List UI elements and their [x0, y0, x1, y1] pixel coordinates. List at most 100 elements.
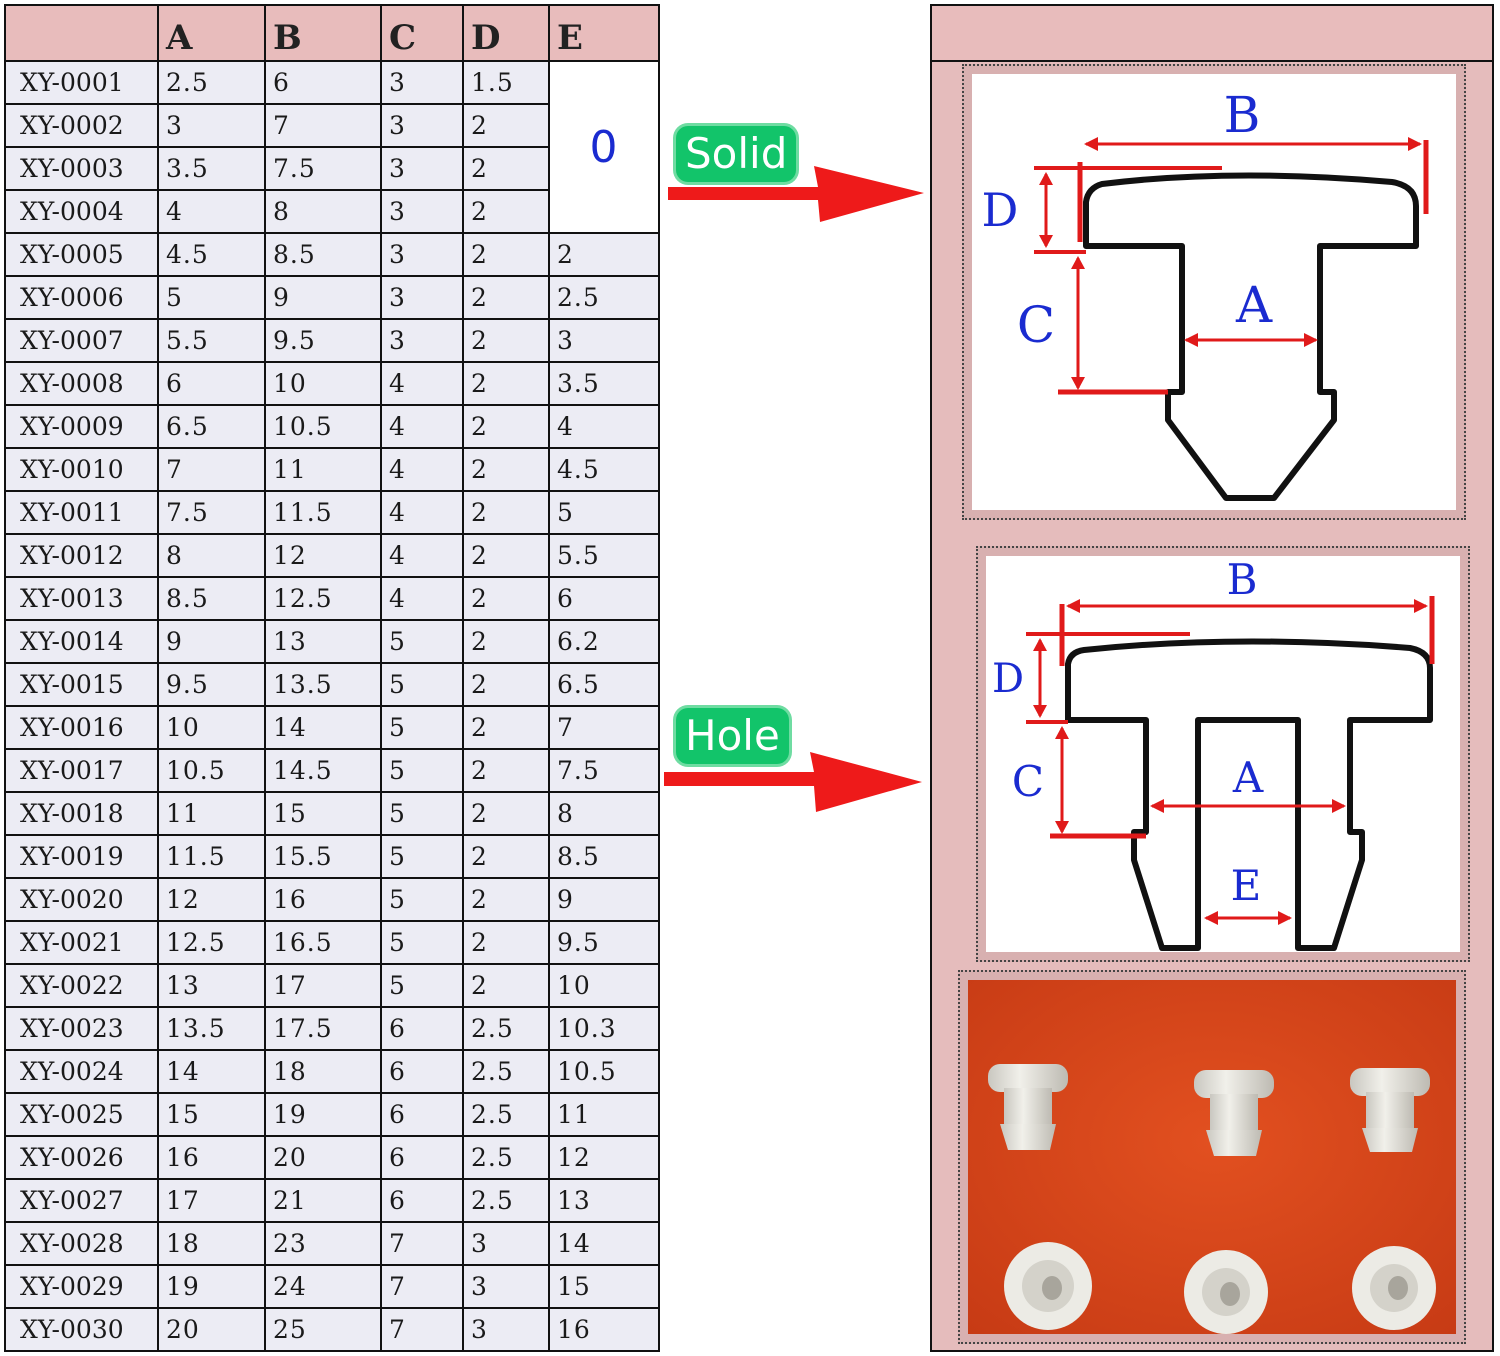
cell-c: 7: [380, 1307, 464, 1352]
cell-c: 7: [380, 1264, 464, 1309]
cell-c: 4: [380, 361, 464, 406]
cell-a: 4: [157, 189, 266, 234]
header-col-d: D: [462, 4, 550, 62]
cell-d: 2: [462, 748, 550, 793]
cell-a: 2.5: [157, 60, 266, 105]
cell-a: 17: [157, 1178, 266, 1223]
cell-a: 8: [157, 533, 266, 578]
cell-b: 6: [264, 60, 382, 105]
cell-c: 6: [380, 1092, 464, 1137]
cell-model: XY-0029: [4, 1264, 159, 1309]
plug-top-view-2: [1184, 1250, 1268, 1334]
cell-b: 25: [264, 1307, 382, 1352]
cell-model: XY-0024: [4, 1049, 159, 1094]
cell-model: XY-0021: [4, 920, 159, 965]
cell-a: 7.5: [157, 490, 266, 535]
cell-e: 4.5: [548, 447, 660, 492]
cell-model: XY-0001: [4, 60, 159, 105]
cell-c: 6: [380, 1006, 464, 1051]
solid-tag: Solid: [676, 126, 797, 182]
cell-d: 2: [462, 533, 550, 578]
cell-model: XY-0019: [4, 834, 159, 879]
hole-plug-outline: [1065, 638, 1433, 951]
cell-d: 2: [462, 189, 550, 234]
cell-c: 4: [380, 447, 464, 492]
cell-a: 3: [157, 103, 266, 148]
product-photo: [968, 980, 1456, 1334]
cell-model: XY-0018: [4, 791, 159, 836]
cell-e: 2.5: [548, 275, 660, 320]
cell-d: 2: [462, 490, 550, 535]
cell-a: 7: [157, 447, 266, 492]
cell-a: 13: [157, 963, 266, 1008]
cell-d: 2: [462, 576, 550, 621]
cell-d: 3: [462, 1264, 550, 1309]
cell-a: 18: [157, 1221, 266, 1266]
solid-dim-d-label: D: [982, 183, 1019, 237]
cell-b: 15: [264, 791, 382, 836]
cell-c: 5: [380, 834, 464, 879]
cell-b: 23: [264, 1221, 382, 1266]
cell-b: 11: [264, 447, 382, 492]
cell-d: 2.5: [462, 1006, 550, 1051]
header-col-a: A: [157, 4, 266, 62]
cell-c: 3: [380, 146, 464, 191]
cell-b: 7: [264, 103, 382, 148]
cell-e: 6.5: [548, 662, 660, 707]
cell-model: XY-0011: [4, 490, 159, 535]
cell-b: 17: [264, 963, 382, 1008]
cell-d: 2: [462, 834, 550, 879]
cell-a: 12.5: [157, 920, 266, 965]
cell-c: 3: [380, 60, 464, 105]
solid-e-value-cell: 0: [548, 60, 660, 234]
cell-d: 2.5: [462, 1092, 550, 1137]
cell-model: XY-0022: [4, 963, 159, 1008]
cell-c: 5: [380, 791, 464, 836]
cell-b: 16: [264, 877, 382, 922]
cell-a: 6: [157, 361, 266, 406]
cell-a: 20: [157, 1307, 266, 1352]
cell-b: 14.5: [264, 748, 382, 793]
cell-c: 3: [380, 189, 464, 234]
cell-b: 21: [264, 1178, 382, 1223]
cell-e: 16: [548, 1307, 660, 1352]
cell-b: 10: [264, 361, 382, 406]
cell-model: XY-0003: [4, 146, 159, 191]
cell-b: 8.5: [264, 232, 382, 277]
cell-e: 2: [548, 232, 660, 277]
cell-model: XY-0005: [4, 232, 159, 277]
cell-e: 3.5: [548, 361, 660, 406]
cell-c: 5: [380, 748, 464, 793]
cell-b: 19: [264, 1092, 382, 1137]
hole-dim-c-label: C: [1012, 757, 1044, 806]
cell-e: 7: [548, 705, 660, 750]
header-model-cell: [4, 4, 159, 62]
cell-c: 3: [380, 103, 464, 148]
solid-plug-diagram: B D C A: [982, 86, 1429, 501]
cell-c: 4: [380, 490, 464, 535]
cell-c: 3: [380, 232, 464, 277]
cell-b: 17.5: [264, 1006, 382, 1051]
cell-a: 3.5: [157, 146, 266, 191]
cell-a: 9.5: [157, 662, 266, 707]
cell-d: 2: [462, 318, 550, 363]
hole-plug-diagram: B D C A: [992, 555, 1435, 951]
cell-c: 4: [380, 576, 464, 621]
cell-a: 14: [157, 1049, 266, 1094]
cell-c: 5: [380, 963, 464, 1008]
cell-c: 5: [380, 877, 464, 922]
cell-a: 16: [157, 1135, 266, 1180]
